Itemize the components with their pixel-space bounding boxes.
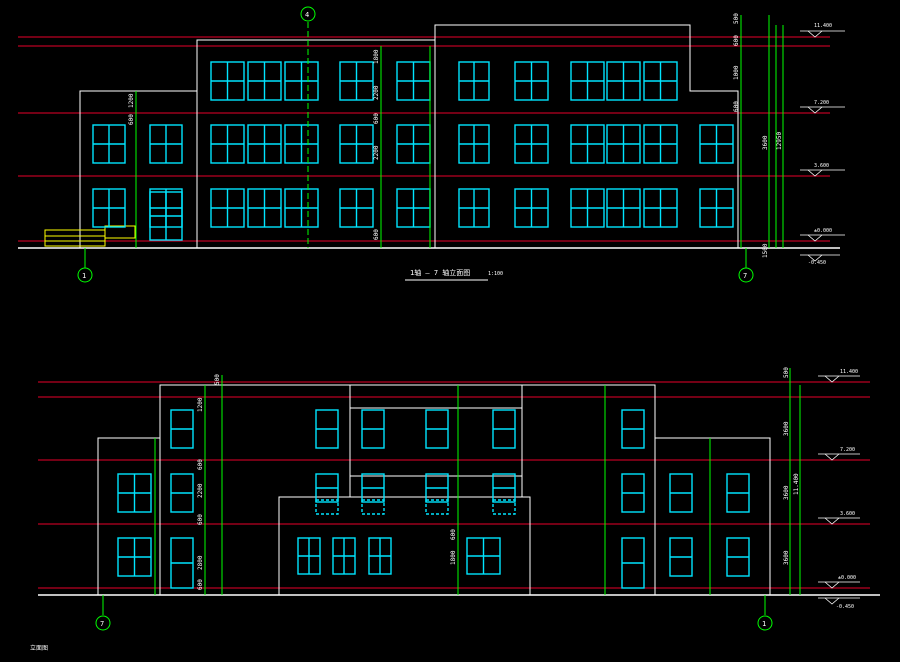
bottom-level-markers [818,375,860,605]
bottom-building-outline [97,384,771,595]
top-dim-r5: 12950 [776,132,783,150]
top-dimension-chains [135,15,784,248]
bottom-dimension-chains [154,368,801,595]
top-grid-label-1: 1 [82,272,86,280]
bottom-dim-r3: 3600 [783,550,790,565]
bottom-grid-label-1: 1 [762,620,766,628]
bottom-window-dashed [425,499,449,515]
top-entrance-steps [44,225,136,247]
top-dim-r2: 1000 [733,65,740,80]
bottom-dim-r2: 3600 [783,485,790,500]
top-dim-r0: 500 [733,13,740,24]
top-level-label-4: ±0.000 [814,228,832,234]
bottom-dim-r4: 11.400 [793,473,800,495]
bottom-elevation: 7 1 11.400 7.200 3.600 ±0.000 -0.450 500… [30,367,880,652]
bottom-level-label-5: -0.450 [836,604,854,610]
top-grid-label-top: 4 [305,11,309,19]
bottom-window-dashed [315,499,339,515]
top-elevation-title: 1轴 — 7 轴立面图 [410,268,470,277]
bottom-dim-m5: 600 [197,579,204,590]
top-grid-label-7: 7 [743,272,747,280]
bottom-elevation-title: 立面图 [30,644,48,652]
top-level-markers [800,30,845,262]
bottom-dim-r1: 3600 [783,421,790,436]
top-dim-r4: 3600 [762,135,769,150]
bottom-grid-bubble-1 [757,615,773,631]
top-level-lines [18,36,830,242]
top-dim-r6: 1500 [762,243,769,258]
top-dim-m2: 1800 [373,49,380,64]
top-dim-m5: 2200 [373,145,380,160]
bottom-dim-m8: 1800 [450,550,457,565]
top-grid-bubble-top [300,6,316,22]
bottom-dim-m0: 1200 [197,397,204,412]
top-grid-bubble-7 [738,267,754,283]
top-building-outline [79,24,739,248]
bottom-dim-r0: 500 [783,367,790,378]
bottom-level-label-3: 3.600 [840,511,855,517]
top-dim-r3: 600 [733,101,740,112]
top-dim-m1: 600 [128,114,135,125]
top-dim-m4: 600 [373,113,380,124]
bottom-window-dashed [492,499,516,515]
bottom-window-dashed [361,499,385,515]
bottom-dim-m2: 2200 [197,483,204,498]
top-dim-m3: 2200 [373,85,380,100]
bottom-windows [117,409,750,589]
bottom-dim-m6: 500 [214,374,221,385]
top-dim-m6: 600 [373,229,380,240]
top-level-label-1: 11.400 [814,23,832,29]
top-level-label-3: 3.600 [814,163,829,169]
top-level-label-2: 7.200 [814,100,829,106]
top-dim-r1: 600 [733,35,740,46]
top-elevation-scale: 1:100 [488,271,503,277]
bottom-dim-m7: 600 [450,529,457,540]
top-level-label-5: -0.450 [808,260,826,266]
top-elevation: 4 1 7 [18,6,845,283]
bottom-dim-m3: 600 [197,514,204,525]
top-mid-dim-labels: 1200 600 1800 2200 600 2200 600 [128,49,380,240]
bottom-level-label-2: 7.200 [840,447,855,453]
bottom-dim-m4: 2800 [197,555,204,570]
bottom-right-dim-labels: 500 3600 3600 3600 11.400 [783,367,800,565]
top-dim-m0: 1200 [128,93,135,108]
bottom-dim-m1: 600 [197,459,204,470]
bottom-level-label-4: ±0.000 [838,575,856,581]
top-right-dim-labels: 500 600 1000 600 3600 12950 1500 [733,13,783,258]
bottom-grid-bubble-7 [95,615,111,631]
top-grid-bubble-1 [77,267,93,283]
bottom-level-label-1: 11.400 [840,369,858,375]
bottom-grid-label-7: 7 [100,620,104,628]
bottom-mid-dim-labels: 1200 600 2200 600 2800 600 500 600 1800 [197,374,457,590]
top-windows [92,61,734,241]
